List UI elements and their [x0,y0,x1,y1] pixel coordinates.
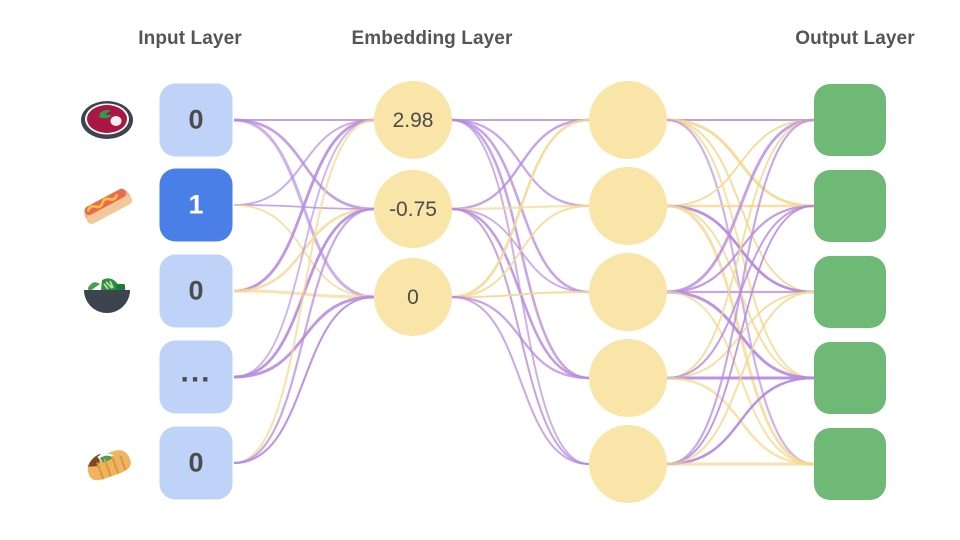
embedding-layer-title: Embedding Layer [351,28,513,49]
salad-bowl-icon [76,260,138,322]
edge [666,118,815,466]
hidden-node-3[interactable] [589,339,667,417]
output-box-2[interactable] [814,256,886,328]
output-layer-title: Output Layer [795,28,915,49]
output-box-1[interactable] [814,170,886,242]
edge [451,118,590,299]
hidden-node-2[interactable] [589,253,667,331]
edge [451,295,590,380]
embedding-node-0[interactable]: 2.98 [374,81,452,159]
edge [666,290,815,466]
embedding-node-1[interactable]: -0.75 [374,170,452,248]
taco-icon [76,432,138,494]
edge [233,119,375,206]
edge [451,118,590,211]
edge [666,119,815,207]
edge [666,205,815,465]
output-box-3[interactable] [814,342,886,414]
edge [233,119,375,378]
input-box-1[interactable]: 1 [159,168,233,242]
hidden-node-0[interactable] [589,81,667,159]
edge [451,205,590,298]
hidden-node-1[interactable] [589,167,667,245]
edge [666,376,815,466]
edge [451,290,590,299]
input-box-ellipsis[interactable]: ... [159,340,233,414]
edge [233,118,375,211]
edge [451,295,590,466]
edge [233,207,375,465]
input-box-4[interactable]: 0 [159,426,233,500]
output-box-0[interactable] [814,84,886,156]
input-box-2[interactable]: 0 [159,254,233,328]
hot-dog-icon [76,174,138,236]
input-box-0[interactable]: 0 [159,83,233,157]
edge [233,118,375,293]
edge [233,118,375,465]
hidden-node-4[interactable] [589,425,667,503]
embedding-node-2[interactable]: 0 [374,258,452,336]
edge [666,118,815,294]
edge [233,295,375,465]
edge [666,119,815,379]
input-layer-title: Input Layer [138,28,242,49]
soup-bowl-icon [76,89,138,151]
output-box-4[interactable] [814,428,886,500]
